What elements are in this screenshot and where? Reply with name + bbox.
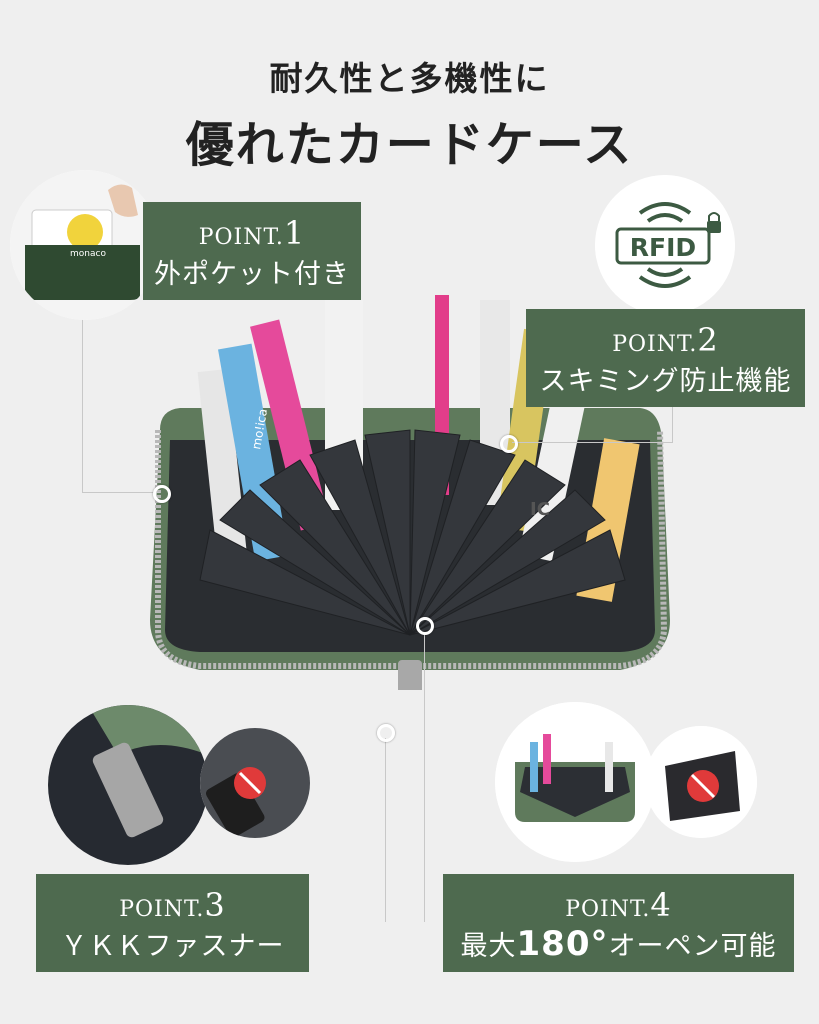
point-3-label: POINT.3	[119, 886, 226, 924]
point-2-description: スキミング防止機能	[539, 366, 792, 397]
point-3-box: POINT.3 ＹＫＫファスナー	[36, 874, 309, 972]
point-1-description: 外ポケット付き	[154, 259, 350, 290]
point-3-description: ＹＫＫファスナー	[60, 931, 285, 962]
point-2-box: POINT.2 スキミング防止機能	[526, 309, 805, 407]
callout-dot-3	[377, 724, 395, 742]
callout-dot-4	[416, 617, 434, 635]
ic-card-text: IC	[530, 499, 550, 520]
point-1-box: POINT.1 外ポケット付き	[143, 202, 361, 300]
point-4-description: 最大180°オーペン可能	[460, 924, 777, 964]
leader-line-2-v	[672, 407, 673, 443]
prohibited-zipper-image	[200, 728, 310, 838]
prohibited-icon	[234, 767, 266, 799]
rfid-badge: RFID	[595, 175, 735, 315]
pocket-card-text: monaco	[70, 249, 106, 259]
point-4-box: POINT.4 最大180°オーペン可能	[443, 874, 794, 972]
point-2-label: POINT.2	[612, 321, 719, 359]
leader-line-3-v	[385, 738, 386, 922]
leader-line-4-v	[424, 632, 425, 922]
callout-dot-2	[500, 435, 518, 453]
prohibited-open-image	[645, 726, 757, 838]
leader-line-1-v	[82, 318, 83, 492]
lock-icon	[707, 221, 721, 233]
point-4-label: POINT.4	[565, 886, 672, 924]
callout-dot-1	[153, 485, 171, 503]
leader-line-2-h	[512, 442, 672, 443]
open-180-image	[495, 702, 655, 862]
leader-line-1-h	[82, 492, 160, 493]
heading-line-2: 優れたカードケース	[185, 117, 634, 173]
point-1-label: POINT.1	[198, 214, 306, 252]
outer-pocket-image: monaco	[10, 170, 160, 320]
angle-value: 180°	[516, 924, 609, 964]
heading-line-1: 耐久性と多機性に	[269, 59, 550, 98]
wallet-main-image: mo!ica IC	[140, 290, 680, 690]
zipper-closeup-image	[48, 705, 208, 865]
rfid-text: RFID	[630, 233, 696, 262]
